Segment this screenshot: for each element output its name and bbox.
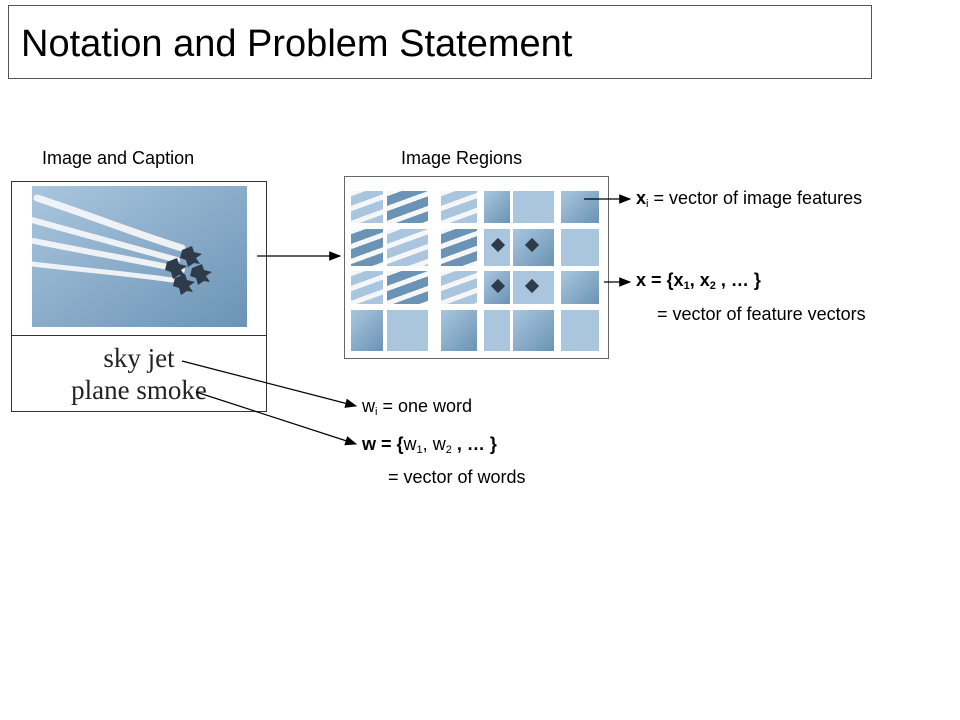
region-tile bbox=[561, 271, 599, 304]
region-tile bbox=[441, 271, 477, 304]
x-symbol: x bbox=[636, 270, 647, 290]
w-set-open: = { bbox=[376, 434, 404, 454]
caption-to-w-arrow bbox=[195, 391, 358, 446]
caption-line-2: plane smoke bbox=[71, 375, 207, 405]
image-region-grid bbox=[344, 176, 609, 359]
slide-title: Notation and Problem Statement bbox=[21, 23, 573, 65]
region-tile bbox=[441, 229, 477, 266]
xi-definition: = vector of image features bbox=[653, 188, 863, 208]
w-symbol: w bbox=[362, 434, 377, 454]
x-sep: , bbox=[689, 270, 700, 290]
x-item2: x bbox=[699, 270, 710, 290]
region-tile bbox=[387, 271, 428, 304]
region-tile bbox=[441, 310, 477, 351]
region-tile bbox=[561, 229, 599, 266]
region-tile bbox=[351, 310, 383, 351]
caption-words: sky jet plane smoke bbox=[12, 342, 266, 406]
w-tail: , … } bbox=[451, 434, 497, 454]
region-tile bbox=[561, 191, 599, 223]
region-tile bbox=[387, 191, 428, 223]
region-tile bbox=[351, 271, 383, 304]
w-sub2: 2 bbox=[445, 444, 452, 456]
region-tile bbox=[561, 310, 599, 351]
region-tile bbox=[484, 271, 510, 304]
w-notation: w = {w1, w2 , … } bbox=[362, 433, 497, 461]
x-definition: = vector of feature vectors bbox=[657, 304, 866, 324]
caption-line-1: sky jet bbox=[103, 343, 175, 373]
x-item1: x bbox=[673, 270, 684, 290]
region-tile bbox=[351, 229, 383, 266]
w-definition: = vector of words bbox=[388, 467, 526, 487]
x-sub2: 2 bbox=[709, 280, 716, 292]
region-tile bbox=[387, 310, 428, 351]
region-tile bbox=[513, 229, 554, 266]
x-tail: , … } bbox=[715, 270, 761, 290]
w-item2: w bbox=[432, 434, 446, 454]
wi-definition: = one word bbox=[382, 396, 473, 416]
w-sub1: 1 bbox=[416, 444, 423, 456]
region-tile bbox=[484, 310, 510, 351]
wi-symbol: w bbox=[362, 396, 375, 416]
x-set-open: = { bbox=[646, 270, 674, 290]
x-sub1: 1 bbox=[683, 280, 690, 292]
w-sep: , bbox=[422, 434, 433, 454]
region-tile bbox=[351, 191, 383, 223]
caption-divider bbox=[12, 335, 266, 336]
region-tile bbox=[484, 229, 510, 266]
word-to-wi-arrow bbox=[181, 360, 358, 408]
image-regions-heading: Image Regions bbox=[401, 148, 523, 168]
xi-symbol: x bbox=[636, 188, 647, 208]
region-tile bbox=[513, 310, 554, 351]
region-tile bbox=[513, 271, 554, 304]
w-item1: w bbox=[403, 434, 417, 454]
xi-subscript: i bbox=[646, 198, 649, 210]
title-box: Notation and Problem Statement bbox=[8, 5, 872, 79]
image-caption-frame: sky jet plane smoke bbox=[11, 181, 267, 412]
region-tile bbox=[484, 191, 510, 223]
image-and-caption-heading: Image and Caption bbox=[42, 148, 195, 168]
xi-notation: xi = vector of image features bbox=[636, 187, 862, 215]
region-tile bbox=[387, 229, 428, 266]
region-tile bbox=[513, 191, 554, 223]
wi-notation: wi = one word bbox=[362, 395, 472, 423]
region-tile bbox=[441, 191, 477, 223]
wi-subscript: i bbox=[375, 406, 378, 418]
jets-in-sky-photo bbox=[32, 186, 247, 327]
x-notation: x = {x1, x2 , … } bbox=[636, 269, 761, 297]
